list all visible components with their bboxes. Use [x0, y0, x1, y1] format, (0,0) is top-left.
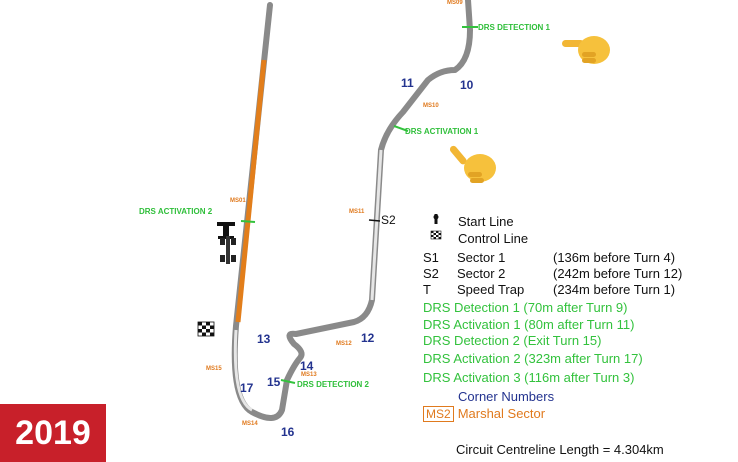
- marshal-sector-ms15: MS15: [206, 366, 222, 372]
- legend-drs-detection-2: DRS Detection 2 (Exit Turn 15): [423, 333, 602, 348]
- track-line: [231, 0, 473, 421]
- marshal-sector-ms14: MS14: [242, 421, 258, 427]
- legend-drs-activation-3: DRS Activation 3 (116m after Turn 3): [423, 370, 635, 385]
- turn-14: 14: [300, 359, 314, 373]
- marshal-sector-ms11: MS11: [349, 209, 365, 215]
- drs-activation-2-label: DRS ACTIVATION 2: [139, 207, 213, 216]
- hand-pointing-icon: [562, 36, 610, 64]
- checkered-flag-icon: [197, 321, 215, 337]
- legend-drs-activation-1: DRS Activation 1 (80m after Turn 11): [423, 317, 635, 332]
- marshal-sector-ms01: MS01: [230, 198, 246, 204]
- f1-car-icon: [220, 236, 236, 264]
- sector-2-tick: [368, 219, 381, 222]
- legend-drs-activation-2: DRS Activation 2 (323m after Turn 17): [423, 351, 643, 366]
- marshal-sector-key: MS2: [423, 406, 454, 422]
- track-highlight: [370, 149, 383, 301]
- drs-activation-1-label: DRS ACTIVATION 1: [405, 127, 479, 136]
- turn-11: 11: [401, 76, 414, 90]
- marshal-sector-ms10: MS10: [423, 103, 439, 109]
- turn-12: 12: [361, 331, 375, 345]
- control-line-flag-icon: [430, 230, 442, 240]
- start-line-legend-icon: [433, 214, 439, 224]
- year-badge: 2019: [0, 404, 106, 462]
- marshal-sector-ms12: MS12: [336, 341, 352, 347]
- turn-13: 13: [257, 332, 271, 346]
- drs-detection-1-label: DRS DETECTION 1: [478, 23, 551, 32]
- legend-control-line: Control Line: [458, 231, 529, 246]
- sector-2-marker: S2: [381, 213, 396, 227]
- drs-activation-1-line: [393, 125, 409, 132]
- hand-pointing-icon: [449, 145, 496, 183]
- marshal-sector-ms09: MS09: [447, 0, 463, 6]
- track-highlight-lower: [233, 329, 253, 412]
- legend-start-line: Start Line: [458, 214, 514, 229]
- drs-detection-2-line: [280, 379, 296, 384]
- turn-17: 17: [240, 381, 254, 395]
- marshal-sector-ms13: MS13: [301, 372, 317, 378]
- legend-drs-detection-1: DRS Detection 1 (70m after Turn 9): [423, 300, 628, 315]
- turn-15: 15: [267, 375, 281, 389]
- drs-activation-2-line: [240, 220, 256, 223]
- turn-10: 10: [460, 78, 474, 92]
- drs-detection-2-label: DRS DETECTION 2: [297, 380, 370, 389]
- pit-straight: [235, 59, 267, 323]
- legend-corner-numbers: Corner Numbers: [458, 389, 555, 404]
- circuit-length: Circuit Centreline Length = 4.304km: [456, 442, 664, 457]
- turn-16: 16: [281, 425, 295, 439]
